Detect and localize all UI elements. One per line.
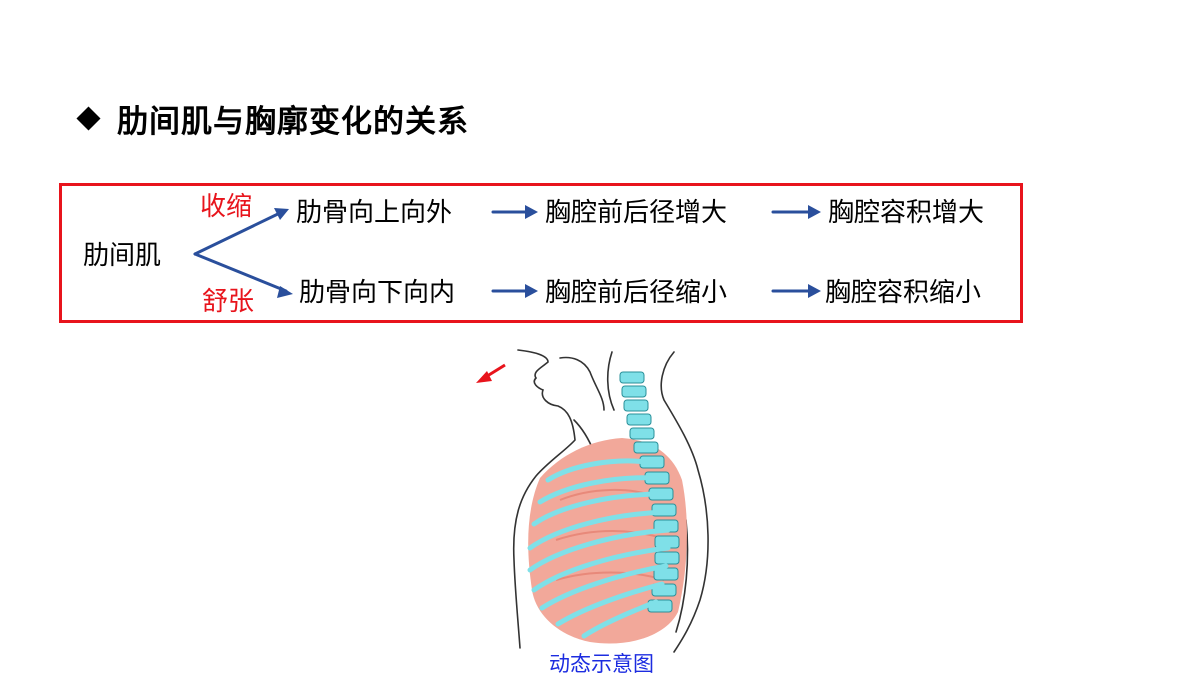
step-up-1: 肋骨向上向外: [296, 198, 453, 228]
page-title: 肋间肌与胸廓变化的关系: [117, 103, 469, 140]
title-row: 肋间肌与胸廓变化的关系: [76, 96, 469, 140]
step-down-3: 胸腔容积缩小: [825, 278, 982, 308]
source-label: 肋间肌: [83, 241, 162, 271]
relation-frame: [59, 183, 1023, 323]
branch-arrow-down: [193, 252, 288, 293]
branch-label-relax: 舒张: [202, 287, 255, 317]
step-down-2: 胸腔前后径缩小: [545, 278, 728, 308]
ribs: [527, 458, 671, 639]
branch-arrow-up: [193, 210, 284, 256]
step-up-2: 胸腔前后径增大: [545, 198, 728, 228]
branch-label-contract: 收缩: [200, 192, 253, 222]
motion-arrow-icon: [476, 363, 506, 383]
body-outline: [512, 349, 709, 653]
step-up-3: 胸腔容积增大: [828, 198, 985, 228]
animation-caption: 动态示意图: [549, 652, 654, 676]
step-down-1: 肋骨向下向内: [299, 278, 456, 308]
